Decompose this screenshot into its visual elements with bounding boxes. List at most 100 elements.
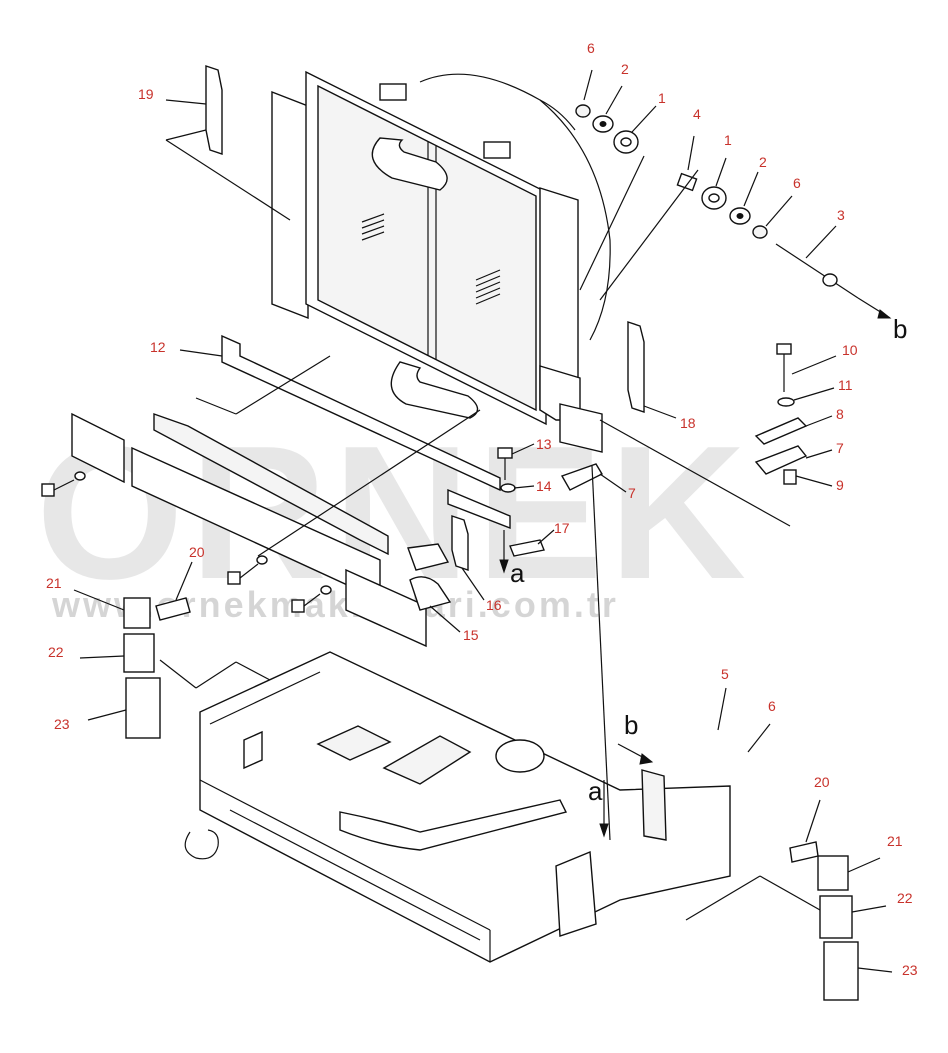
core-vents [361,213,501,305]
callout-10: 10 [842,342,858,358]
part-8-plate [754,417,808,445]
base-right-bracket [555,850,597,937]
lower-hose [390,361,479,419]
center-bracket [447,488,511,530]
part-17-clip [509,539,545,557]
base-plate-large [382,735,472,785]
bolt-left-3 [291,599,305,613]
callout-21: 21 [887,833,903,849]
base-hook [184,829,219,860]
leader-lines [73,69,893,973]
bolt-left-1 [41,483,55,497]
left-side-plate [271,90,309,320]
radiator-core [317,84,537,412]
callout-6: 6 [793,175,801,191]
callout-22: 22 [897,890,913,906]
right-small-parts [789,841,859,1001]
callout-18: 18 [680,415,696,431]
left-small-parts [123,597,191,739]
ref-letter-a: a [510,558,525,588]
callout-4: 4 [693,106,701,122]
part-15-block-top [407,543,450,571]
bolt-left-2 [227,571,241,585]
callout-7: 7 [836,440,844,456]
callout-21: 21 [46,575,62,591]
callout-5: 5 [721,666,729,682]
part-23-right [823,941,859,1001]
left-cover-plates [71,412,427,648]
left-bolts [41,471,332,613]
base-frame-outline [199,651,731,963]
base-tab-right [641,769,667,841]
side-cover-plate [71,412,125,484]
base-frame [184,651,731,963]
callout-9: 9 [836,477,844,493]
callout-20: 20 [189,544,205,560]
callout-19: 19 [138,86,154,102]
mount-foot [559,403,603,453]
callout-20: 20 [814,774,830,790]
callout-11: 11 [838,377,853,393]
part-21-left [123,597,151,629]
part-3-rod [775,243,859,299]
part-6b-nut [752,225,768,239]
base-oval-hole [495,739,545,773]
base-clamp-left [243,730,263,770]
callout-6: 6 [768,698,776,714]
reference-letters: b a b a [510,314,907,806]
reference-arrows [499,530,654,838]
part-13-bolt [497,447,513,459]
callout-1: 1 [658,90,666,106]
watermark: ORNEK www.ornekmakinalari.com.tr [36,407,752,625]
base-cross-member [339,799,568,851]
top-bracket-right [483,141,511,159]
seal-strip [153,413,389,556]
part-21-right [817,855,849,891]
center-hardware [407,447,603,611]
part-9-spacer [783,469,797,485]
part-15-block [409,576,452,611]
part-7-mount [754,445,808,475]
part-22-left [123,633,155,673]
top-bracket-left [379,83,407,101]
watermark-brand: ORNEK [36,407,752,619]
part-18-rubber-strip [627,321,645,413]
part-22-right [819,895,853,939]
ref-letter-a: a [588,776,603,806]
upper-hose [371,137,448,191]
callout-13: 13 [536,436,552,452]
part-20-left [155,597,191,621]
base-plate-small [316,725,392,761]
callout-17: 17 [554,520,570,536]
callout-3: 3 [837,207,845,223]
part-19-rubber-strip [205,65,223,155]
ref-letter-b: b [893,314,907,344]
part-10-bolt-head [776,343,792,355]
callout-12: 12 [150,339,166,355]
part-15-plate-back [345,568,427,648]
part-16-strip [451,515,469,571]
callout-1: 1 [724,132,732,148]
callout-14: 14 [536,478,552,494]
callouts: 6 2 1 4 1 2 6 3 19 12 10 11 8 7 18 13 14… [46,40,918,978]
callout-8: 8 [836,406,844,422]
callout-23: 23 [54,716,70,732]
callout-16: 16 [486,597,502,613]
ref-letter-b: b [624,710,638,740]
callout-22: 22 [48,644,64,660]
part-14-washer [500,483,516,493]
part-12-bracket [221,334,501,492]
part-11-washer [777,397,795,407]
part-23-left [125,677,161,739]
callout-15: 15 [463,627,479,643]
part-20-right [789,841,819,863]
radiator-assembly [271,70,611,453]
callout-6: 6 [587,40,595,56]
callout-23: 23 [902,962,918,978]
callout-7: 7 [628,485,636,501]
callout-2: 2 [621,61,629,77]
part-6-nut [575,104,591,118]
callout-2: 2 [759,154,767,170]
